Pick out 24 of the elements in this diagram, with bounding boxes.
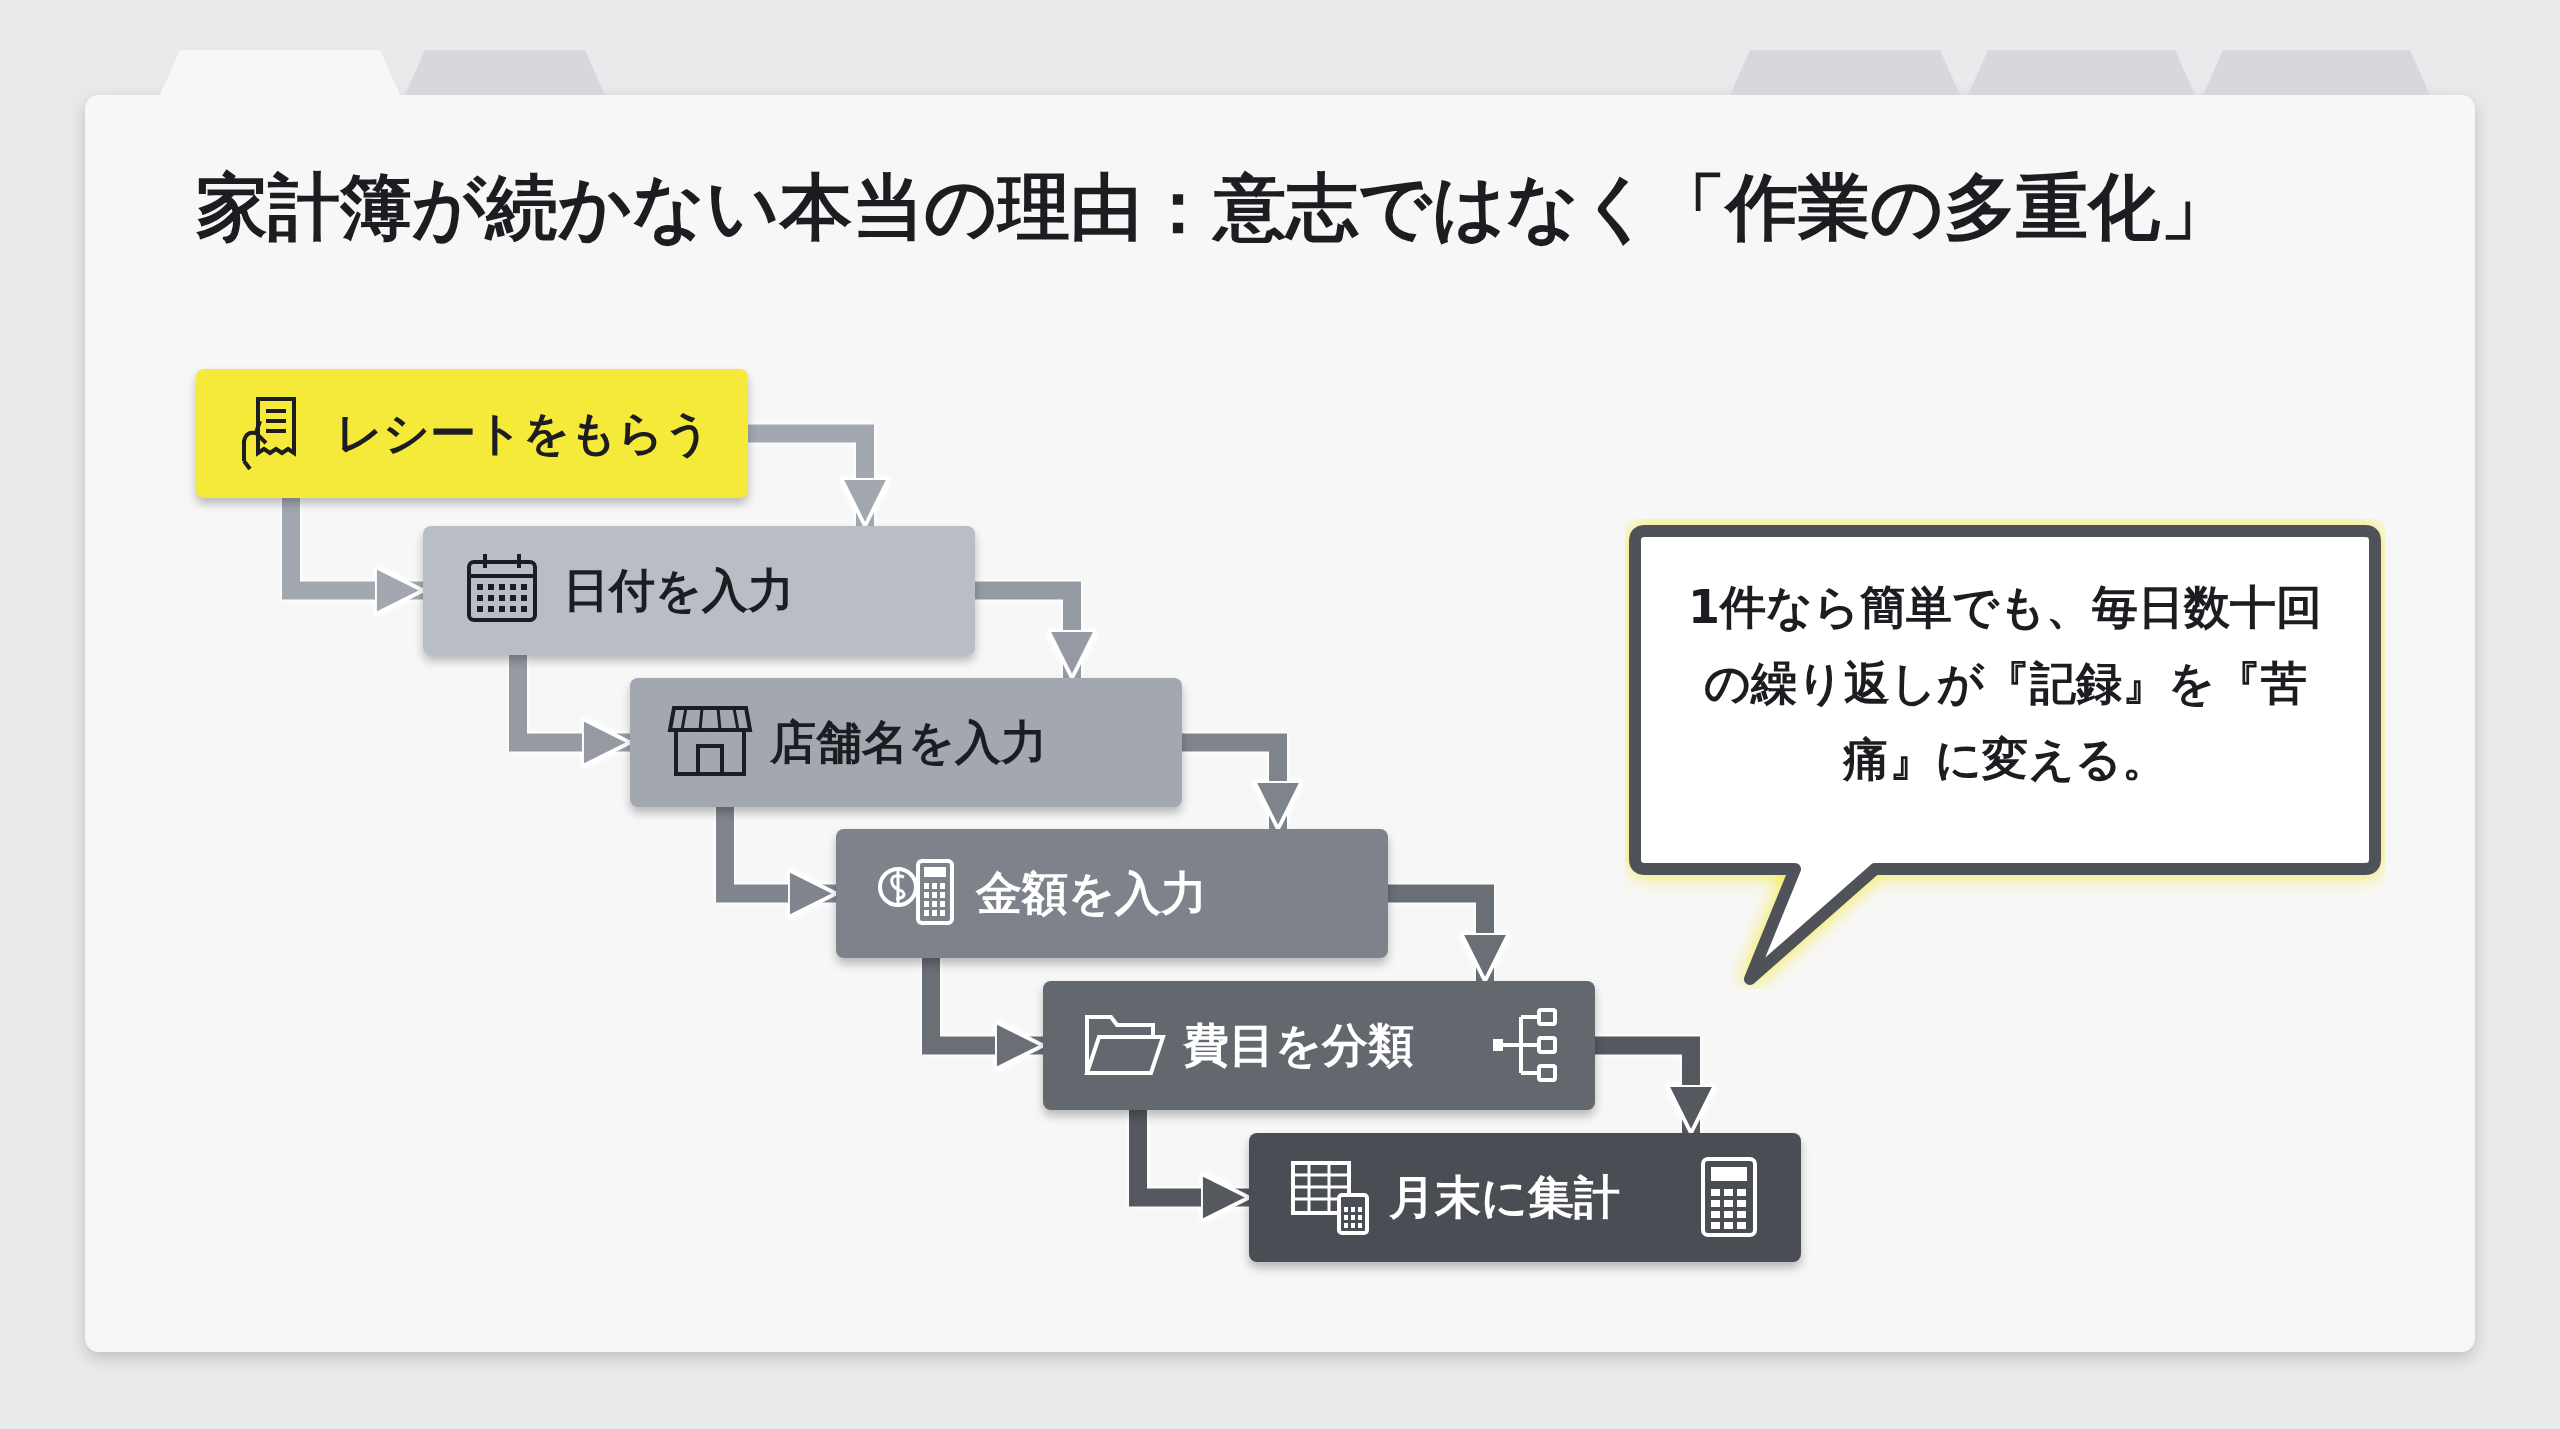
callout-text: 1件なら簡単でも、毎日数十回の繰り返しが『記録』を『苦痛』に変える。 [1687,579,2323,788]
arrow [716,807,838,920]
step-box [196,369,748,498]
step-label: レシートをもらう [336,404,711,462]
arrow [1129,1110,1251,1224]
arrow [1388,884,1511,983]
step-box [1043,981,1595,1110]
title: 家計簿が続かない本当の理由：意志ではなく「作業の多重化」 [196,164,2232,251]
arrow [975,581,1098,680]
step-label: 店舗名を入力 [770,713,1047,771]
step-label: 日付を入力 [563,561,794,619]
arrow [509,655,632,769]
step-box [836,829,1388,958]
step-box [630,678,1182,807]
step-label: 金額を入力 [976,864,1207,922]
step-box [1249,1133,1801,1262]
step-label: 費目を分類 [1183,1016,1414,1074]
arrow [922,958,1045,1072]
arrow [1595,1036,1717,1135]
step-label: 月末に集計 [1389,1168,1620,1226]
arrow [748,424,891,528]
arrow [282,498,425,617]
step-box [423,526,975,655]
arrow [1182,733,1304,831]
